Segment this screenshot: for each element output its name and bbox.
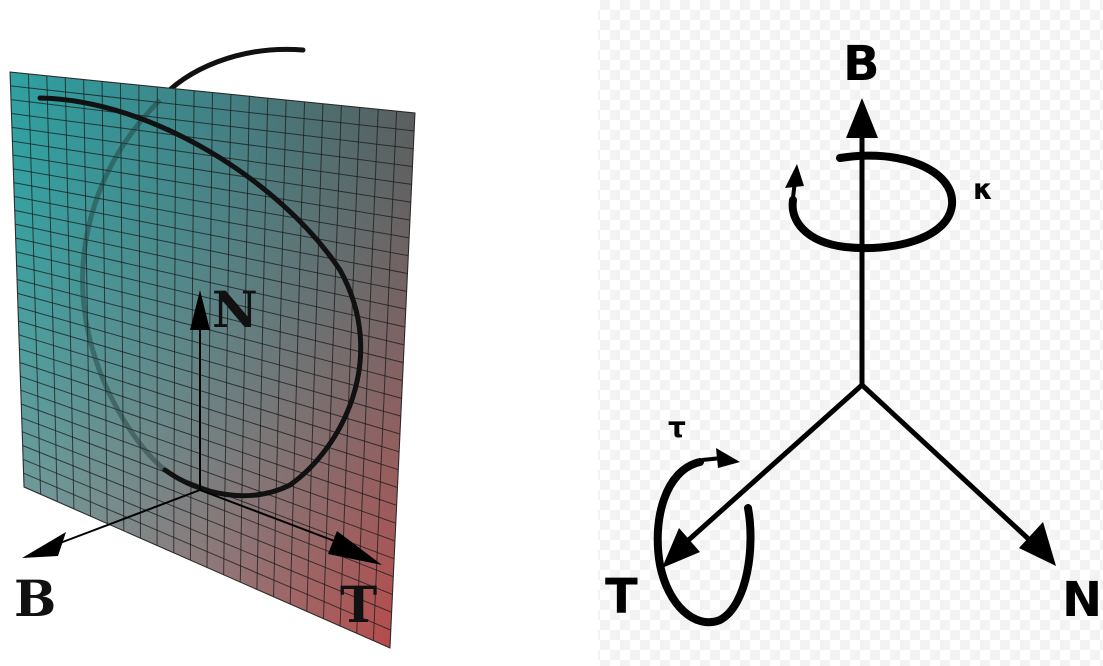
- label-T-left: T: [340, 575, 377, 634]
- grid-line-horizontal: [15, 223, 406, 310]
- grid-line-horizontal: [22, 445, 393, 595]
- space-curve-behind-plane: [80, 98, 167, 472]
- grid-line-horizontal: [14, 196, 408, 274]
- grid-line-horizontal: [20, 389, 397, 524]
- grid-line-horizontal: [15, 237, 406, 328]
- axis-N: [860, 383, 1037, 547]
- label-B-left: B: [14, 569, 56, 628]
- axis-T: [681, 383, 864, 547]
- grid-line-horizontal: [10, 99, 414, 150]
- grid-line-horizontal: [17, 292, 402, 399]
- grid-line-horizontal: [23, 472, 392, 631]
- grid-line-horizontal: [18, 320, 401, 435]
- osculating-plane: [10, 72, 415, 648]
- grid-line-horizontal: [13, 182, 409, 257]
- space-curve-front: [37, 95, 364, 499]
- arrow-B: [846, 98, 878, 138]
- grid-line-horizontal: [10, 85, 415, 132]
- transparent-checker-background: [598, 0, 1103, 666]
- grid-line-horizontal: [21, 403, 396, 542]
- curvature-arrowhead: [785, 164, 804, 188]
- normal-vector-N: [190, 290, 210, 490]
- label-N-left: N: [212, 280, 258, 339]
- right-frenet-figure: κ τ B T N: [598, 0, 1103, 666]
- grid-line-horizontal: [11, 113, 413, 167]
- label-kappa: κ: [973, 173, 993, 206]
- arrow-T: [662, 528, 700, 568]
- grid-line-horizontal: [15, 251, 405, 346]
- left-frenet-figure: N B T: [9, 46, 416, 649]
- grid-line-horizontal: [12, 140, 411, 203]
- label-N-right: N: [1062, 572, 1102, 628]
- grid-line-horizontal: [11, 126, 412, 185]
- plane-border: [9, 71, 416, 649]
- grid-line-horizontal: [20, 375, 397, 506]
- grid-line-horizontal: [16, 265, 404, 364]
- grid-line-horizontal: [13, 168, 410, 239]
- grid-line-horizontal: [12, 154, 411, 221]
- label-T-right: T: [605, 569, 638, 625]
- label-tau: τ: [668, 411, 686, 444]
- grid-line-horizontal: [17, 306, 401, 417]
- torsion-arrowhead: [716, 448, 740, 468]
- arrow-N: [1019, 522, 1056, 566]
- grid-line-horizontal: [22, 458, 392, 613]
- tangent-vector-T: [199, 489, 382, 565]
- label-B-right: B: [843, 36, 880, 92]
- binormal-vector-B: [22, 489, 201, 558]
- grid-line-horizontal: [19, 362, 398, 488]
- grid-line-horizontal: [19, 348, 399, 471]
